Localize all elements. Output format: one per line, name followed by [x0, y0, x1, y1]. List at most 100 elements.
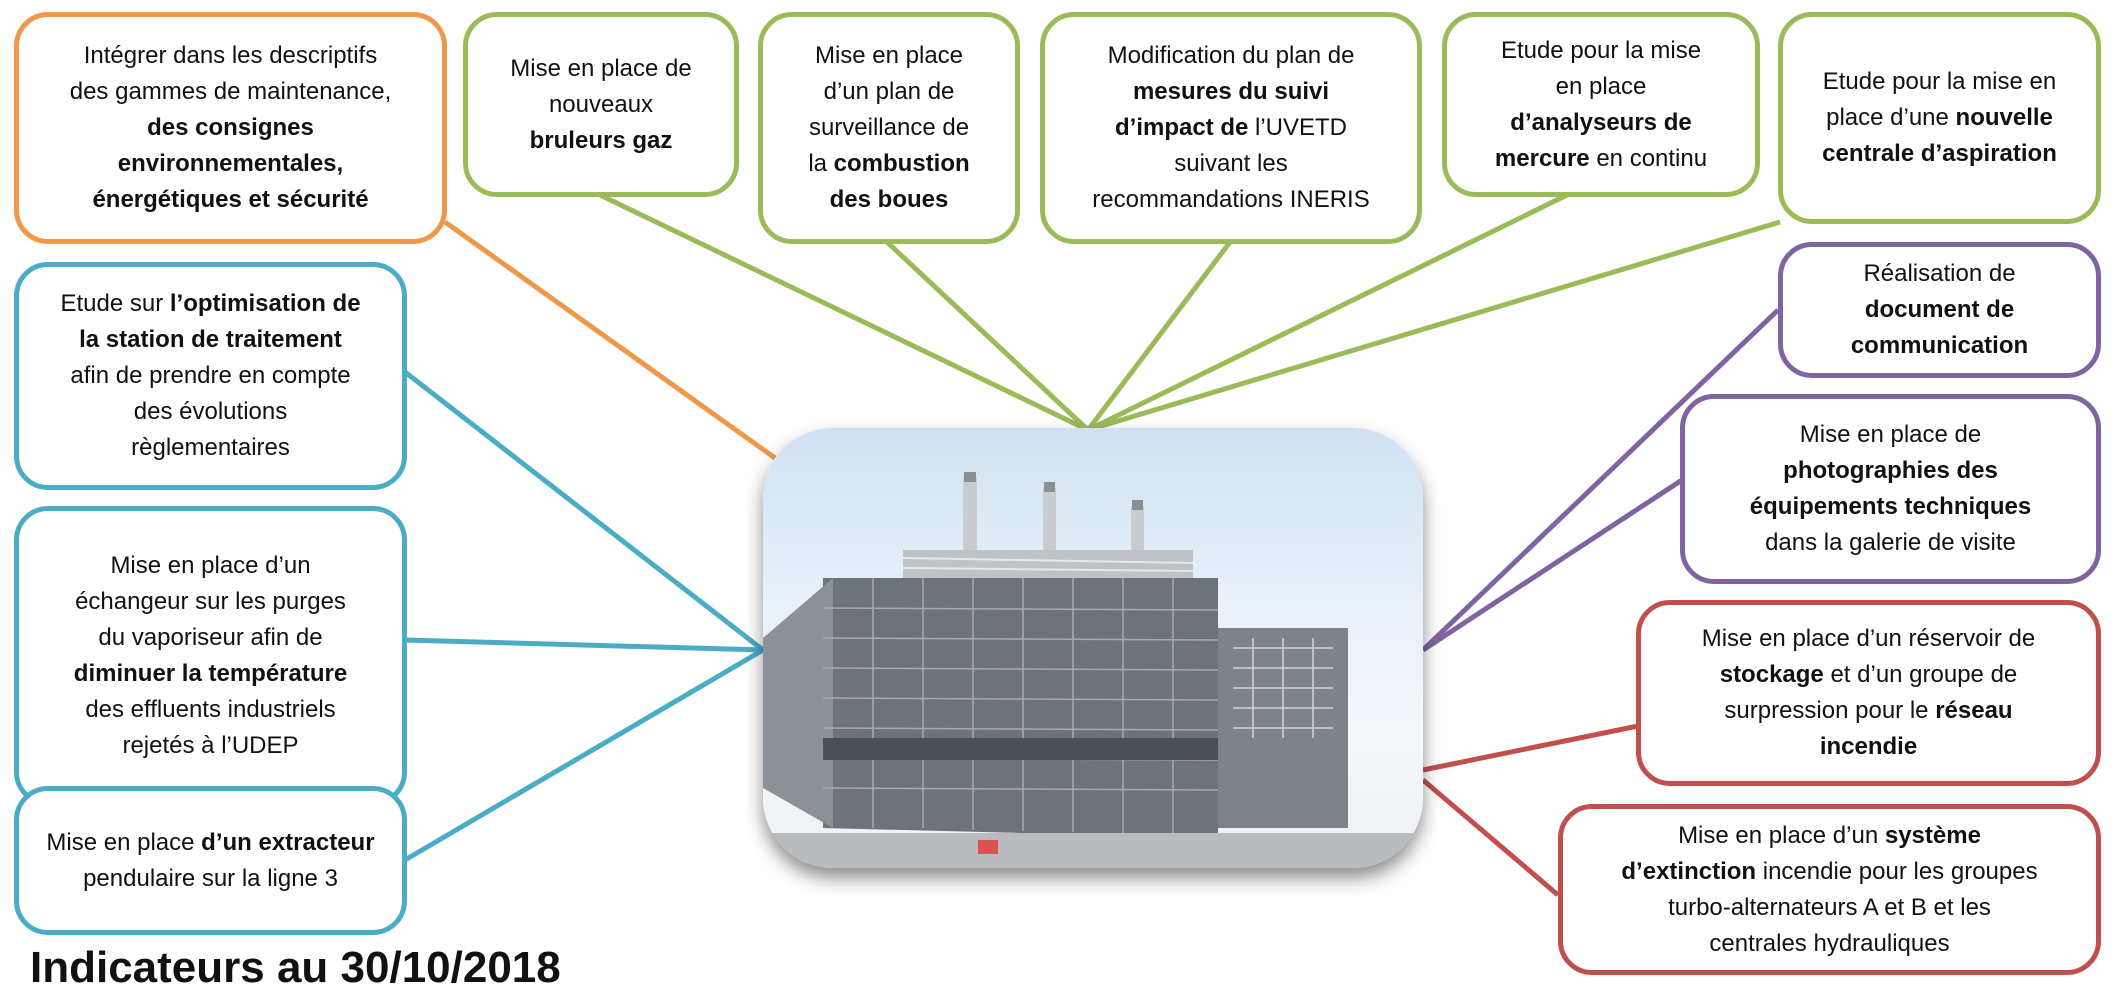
box-line: Réalisation de — [1863, 256, 2015, 292]
box-line: équipements techniques — [1750, 489, 2031, 525]
box-line: recommandations INERIS — [1092, 182, 1369, 218]
text-segment: Etude pour la mise — [1500, 36, 1702, 64]
connector-echangeur — [404, 637, 764, 653]
box-line: d’impact de l’UVETD — [1115, 110, 1347, 146]
box-line: centrale d’aspiration — [1822, 136, 2057, 172]
text-segment: d’impact de — [1114, 114, 1249, 141]
box-line: du vaporiseur afin de — [98, 620, 322, 656]
box-line: afin de prendre en compte — [70, 358, 350, 394]
indicators-title: Indicateurs au 30/10/2018 — [30, 943, 561, 992]
box-line: document de — [1865, 292, 2014, 328]
text-segment: d’un plan de — [823, 78, 955, 105]
box-line: d’un plan de — [824, 74, 955, 110]
text-segment: diminuer la température — [73, 660, 348, 687]
text-segment: communication — [1850, 332, 2029, 359]
text-segment: Mise en place d’un — [1678, 821, 1885, 849]
box-line: centrales hydrauliques — [1709, 926, 1949, 962]
text-segment: l’optimisation de — [169, 290, 361, 317]
connector-aspiration — [1087, 219, 1781, 433]
box-line: rejetés à l’UDEP — [122, 728, 298, 764]
text-segment: des gammes de maintenance, — [69, 78, 392, 105]
text-segment: règlementaires — [131, 434, 290, 461]
text-segment: du vaporiseur afin de — [98, 624, 323, 651]
box-line: environnementales, — [118, 146, 343, 182]
text-segment: Mise en place d’un réservoir de — [1701, 625, 2036, 652]
box-impact: Modification du plan de mesures du suivi d… — [1040, 12, 1422, 244]
box-line: échangeur sur les purges — [75, 584, 346, 620]
box-line: place d’une nouvelle — [1826, 100, 2053, 136]
connector-photographies — [1421, 477, 1684, 653]
box-communication: Réalisation de document de communication — [1778, 242, 2101, 378]
text-segment: et d’un groupe de — [1823, 661, 2018, 688]
box-station: Etude sur l’optimisation de la station de… — [14, 262, 407, 490]
text-segment: la station de traitement — [79, 326, 342, 353]
text-segment: Etude pour la mise en — [1822, 68, 2057, 95]
box-line: Mise en place — [815, 38, 963, 74]
text-segment: la — [808, 150, 834, 177]
box-line: en place — [1556, 69, 1647, 105]
box-line: d’extinction incendie pour les groupes — [1621, 854, 2037, 890]
text-segment: nouvelle — [1955, 104, 2053, 131]
text-segment: document de — [1864, 296, 2015, 323]
connector-lines — [403, 192, 1781, 897]
connector-bruleurs — [598, 192, 1090, 433]
text-segment: l’UVETD — [1248, 114, 1348, 141]
box-line: d’analyseurs de — [1510, 105, 1691, 141]
box-line: Etude sur l’optimisation de — [60, 286, 360, 322]
text-segment: en continu — [1589, 144, 1708, 172]
box-line: surpression pour le réseau — [1724, 693, 2012, 729]
text-segment: réseau — [1935, 697, 2013, 724]
box-line: Mise en place d’un réservoir de — [1702, 621, 2036, 657]
building-photo — [763, 428, 1423, 868]
text-segment: afin de prendre en compte — [70, 362, 351, 389]
box-line: bruleurs gaz — [530, 123, 673, 159]
text-segment: énergétiques et sécurité — [92, 186, 369, 213]
connector-maintenance — [443, 219, 777, 461]
text-segment: stockage — [1719, 661, 1824, 688]
box-mercure: Etude pour la mise en place d’analyseurs d… — [1442, 12, 1760, 197]
box-extracteur: Mise en place d’un extracteur pendulaire … — [14, 786, 407, 935]
text-segment: équipements techniques — [1749, 493, 2032, 520]
box-line: Modification du plan de — [1108, 38, 1355, 74]
box-maintenance: Intégrer dans les descriptifs des gammes … — [14, 12, 447, 244]
text-segment: d’extinction — [1621, 857, 1757, 885]
box-line: Mise en place de — [1800, 417, 1981, 453]
connector-mercure — [1086, 192, 1569, 433]
text-segment: Intégrer dans les descriptifs — [83, 42, 378, 69]
box-line: des évolutions — [134, 394, 287, 430]
text-segment: combustion — [833, 150, 970, 177]
text-segment: des effluents industriels — [85, 696, 336, 723]
connector-communication — [1421, 308, 1780, 652]
text-segment: mesures du suivi — [1132, 78, 1330, 105]
box-bruleurs: Mise en place de nouveaux bruleurs gaz — [463, 12, 739, 197]
box-line: dans la galerie de visite — [1765, 525, 2016, 561]
box-line: turbo-alternateurs A et B et les — [1668, 890, 1991, 926]
text-segment: surveillance de — [808, 114, 970, 141]
text-segment: place d’une — [1826, 104, 1956, 131]
text-segment: mercure — [1494, 144, 1590, 172]
box-line: communication — [1851, 328, 2028, 364]
connector-reservoir — [1422, 723, 1639, 773]
text-segment: recommandations INERIS — [1092, 186, 1370, 213]
text-segment: Mise en place de — [1799, 421, 1982, 448]
box-line: des boues — [830, 182, 949, 218]
box-line: diminuer la température — [74, 656, 347, 692]
text-segment: Mise en place — [814, 42, 964, 69]
box-line: Mise en place d’un extracteur — [46, 825, 374, 861]
text-segment: Mise en place de — [510, 54, 692, 82]
box-line: des effluents industriels — [85, 692, 335, 728]
text-segment: d’analyseurs de — [1510, 108, 1692, 136]
text-segment: en place — [1555, 72, 1647, 100]
connector-extracteur — [403, 647, 765, 863]
text-segment: environnementales, — [117, 150, 344, 177]
box-line: des gammes de maintenance, — [70, 74, 392, 110]
text-segment: rejetés à l’UDEP — [122, 732, 299, 759]
box-aspiration: Etude pour la mise en place d’une nouvell… — [1778, 12, 2101, 224]
text-segment: pendulaire sur la ligne 3 — [83, 864, 338, 892]
box-line: surveillance de — [809, 110, 969, 146]
box-line: pendulaire sur la ligne 3 — [83, 861, 338, 897]
text-segment: nouveaux — [548, 90, 654, 118]
